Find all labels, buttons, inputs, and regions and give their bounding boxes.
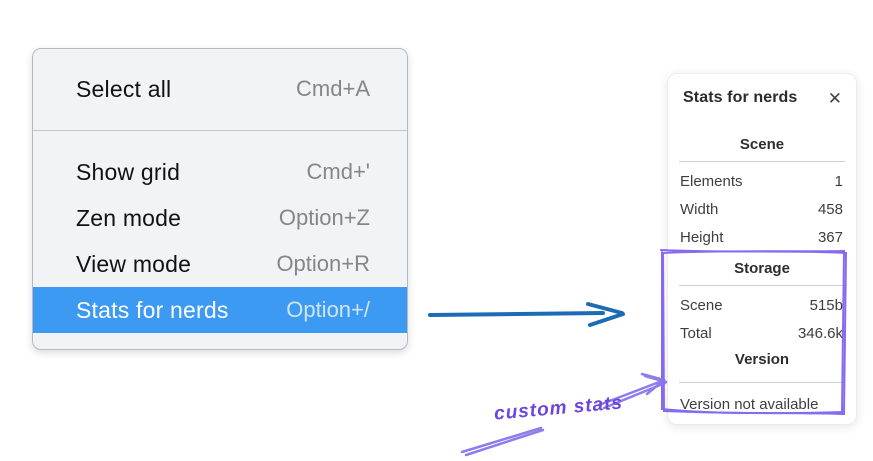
purple-arrow xyxy=(460,372,668,457)
menu-item-stats-for-nerds[interactable]: Stats for nerds Option+/ xyxy=(33,287,407,333)
stat-value: 515b xyxy=(809,296,843,314)
stat-label: Width xyxy=(680,200,719,218)
stat-value: 367 xyxy=(817,228,843,246)
section-header-storage: Storage xyxy=(734,260,790,277)
menu-item-zen-mode[interactable]: Zen mode Option+Z xyxy=(33,195,407,241)
stat-row-width: Width 458 xyxy=(668,195,856,223)
section-header-scene: Scene xyxy=(739,136,785,153)
menu-item-label: Stats for nerds xyxy=(76,296,229,323)
close-icon[interactable]: ✕ xyxy=(827,88,842,108)
stat-row-elements: Elements 1 xyxy=(668,167,856,195)
menu-item-shortcut: Option+/ xyxy=(286,297,370,322)
section-divider xyxy=(679,285,845,286)
stat-row-scene-storage: Scene 515b xyxy=(668,291,856,319)
stats-panel: Stats for nerds ✕ Scene Elements 1 Width… xyxy=(667,73,857,425)
menu-item-label: Select all xyxy=(76,75,172,102)
version-note: Version not available xyxy=(680,396,819,413)
section-divider xyxy=(679,161,845,162)
menu-item-show-grid[interactable]: Show grid Cmd+' xyxy=(33,149,407,195)
custom-stats-annotation: custom stats xyxy=(493,392,624,425)
menu-item-label: Show grid xyxy=(76,158,181,185)
menu-item-shortcut: Cmd+A xyxy=(296,76,370,101)
stat-value: 458 xyxy=(817,200,843,218)
stat-row-total-storage: Total 346.6k xyxy=(668,319,856,347)
menu-divider xyxy=(33,130,407,131)
menu-section-top: Select all Cmd+A xyxy=(33,49,407,130)
menu-item-shortcut: Cmd+' xyxy=(306,159,371,184)
stat-value: 1 xyxy=(834,172,843,190)
context-menu: Select all Cmd+A Show grid Cmd+' Zen mod… xyxy=(32,48,408,350)
stat-label: Elements xyxy=(680,172,743,190)
section-divider xyxy=(679,382,845,383)
menu-section-bottom: Show grid Cmd+' Zen mode Option+Z View m… xyxy=(33,131,407,349)
stats-panel-title: Stats for nerds xyxy=(683,89,798,106)
stat-label: Height xyxy=(680,228,724,246)
stats-panel-header: Stats for nerds ✕ xyxy=(668,74,856,110)
menu-item-label: Zen mode xyxy=(76,204,182,231)
menu-item-label: View mode xyxy=(76,250,192,277)
stat-label: Total xyxy=(680,324,712,342)
menu-item-shortcut: Option+R xyxy=(276,251,370,276)
stat-row-height: Height 367 xyxy=(668,223,856,251)
menu-item-shortcut: Option+Z xyxy=(278,205,370,230)
blue-arrow xyxy=(428,302,625,327)
menu-item-select-all[interactable]: Select all Cmd+A xyxy=(33,66,407,112)
menu-item-view-mode[interactable]: View mode Option+R xyxy=(33,241,407,287)
stat-label: Scene xyxy=(680,296,723,314)
stat-value: 346.6k xyxy=(797,324,843,342)
section-header-version: Version xyxy=(734,351,790,368)
